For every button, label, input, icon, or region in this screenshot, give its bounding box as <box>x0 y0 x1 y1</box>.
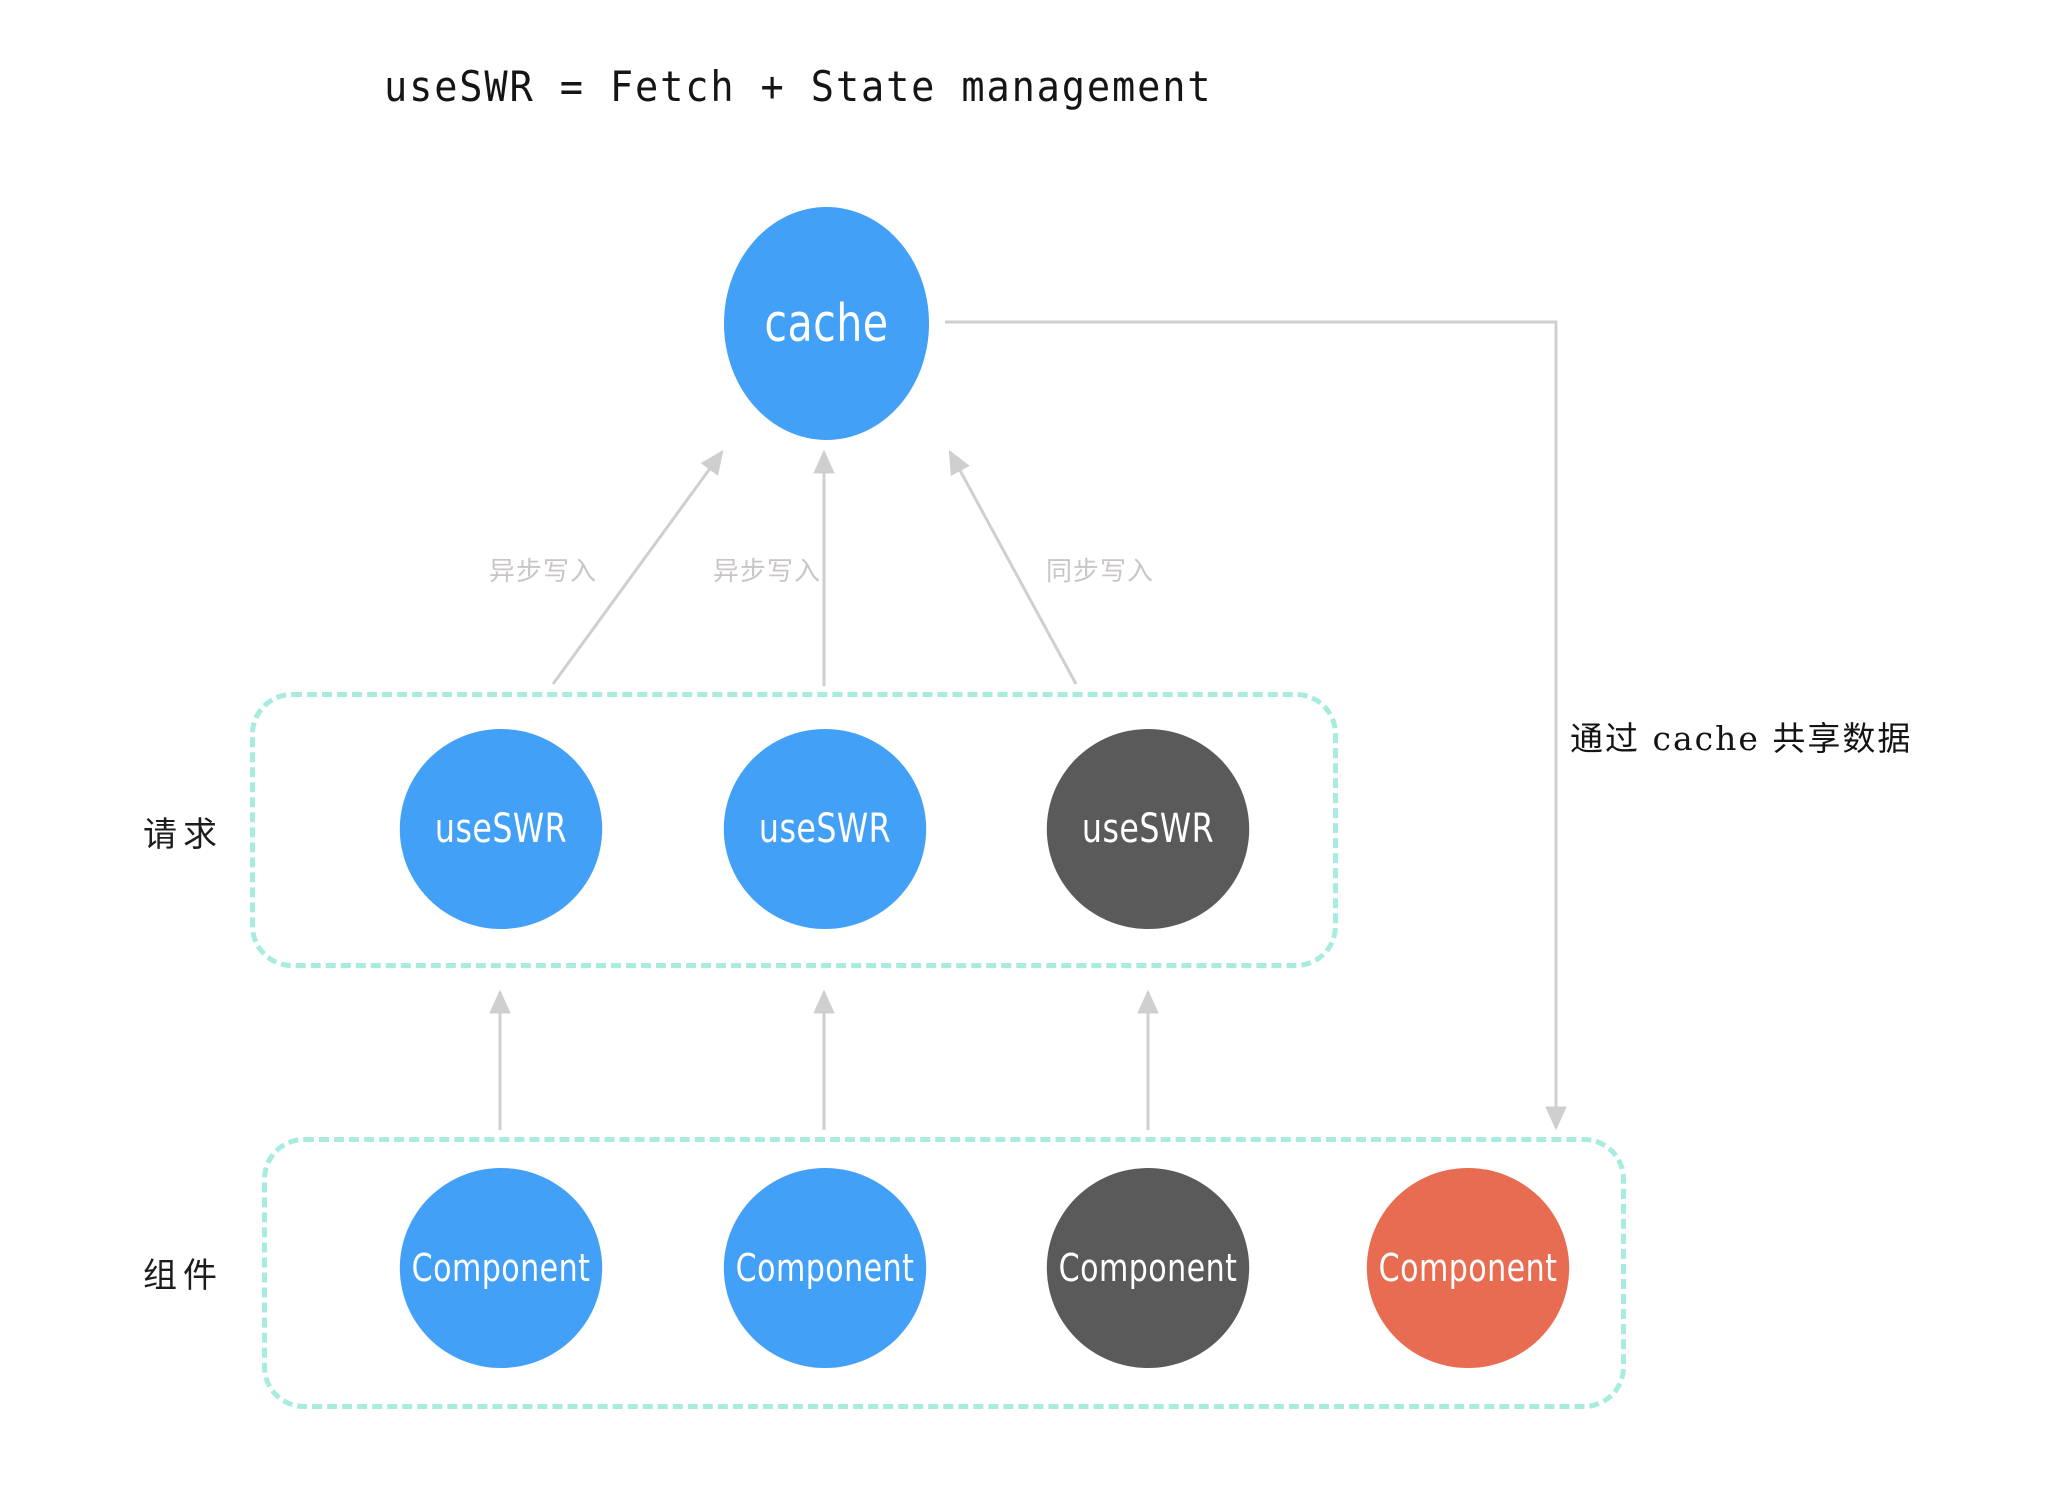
request-group-container <box>250 692 1338 968</box>
page-title: useSWR = Fetch + State management <box>384 62 1213 111</box>
arrow-cache-to-component-elbow <box>945 320 1567 1131</box>
edge-label-async-write-left: 异步写入 <box>489 557 598 587</box>
node-useswr-2[interactable]: useSWR <box>723 729 927 929</box>
node-useswr-2-label: useSWR <box>758 806 892 852</box>
node-useswr-3[interactable]: useSWR <box>1046 729 1250 929</box>
edge-label-async-write-middle: 异步写入 <box>713 557 822 587</box>
node-component-4[interactable]: Component <box>1366 1168 1570 1368</box>
node-component-3-label: Component <box>1058 1246 1238 1290</box>
node-component-3[interactable]: Component <box>1046 1168 1250 1368</box>
component-group-container <box>262 1137 1626 1409</box>
node-useswr-3-label: useSWR <box>1081 806 1215 852</box>
node-component-2-label: Component <box>735 1246 915 1290</box>
node-component-1-label: Component <box>411 1246 591 1290</box>
node-cache-label: cache <box>764 293 889 354</box>
node-component-4-label: Component <box>1378 1246 1558 1290</box>
arrow-sync-write-right <box>948 449 1078 685</box>
node-useswr-1[interactable]: useSWR <box>399 729 603 929</box>
side-label-share-via-cache: 通过 cache 共享数据 <box>1570 719 1913 758</box>
node-component-1[interactable]: Component <box>399 1168 603 1368</box>
row-label-request: 请求 <box>143 815 223 855</box>
node-useswr-1-label: useSWR <box>434 806 568 852</box>
node-cache[interactable]: cache <box>723 207 930 440</box>
row-label-component: 组件 <box>143 1256 223 1296</box>
node-component-2[interactable]: Component <box>723 1168 927 1368</box>
edge-label-sync-write-right: 同步写入 <box>1046 557 1155 587</box>
arrow-async-write-left <box>551 450 724 685</box>
